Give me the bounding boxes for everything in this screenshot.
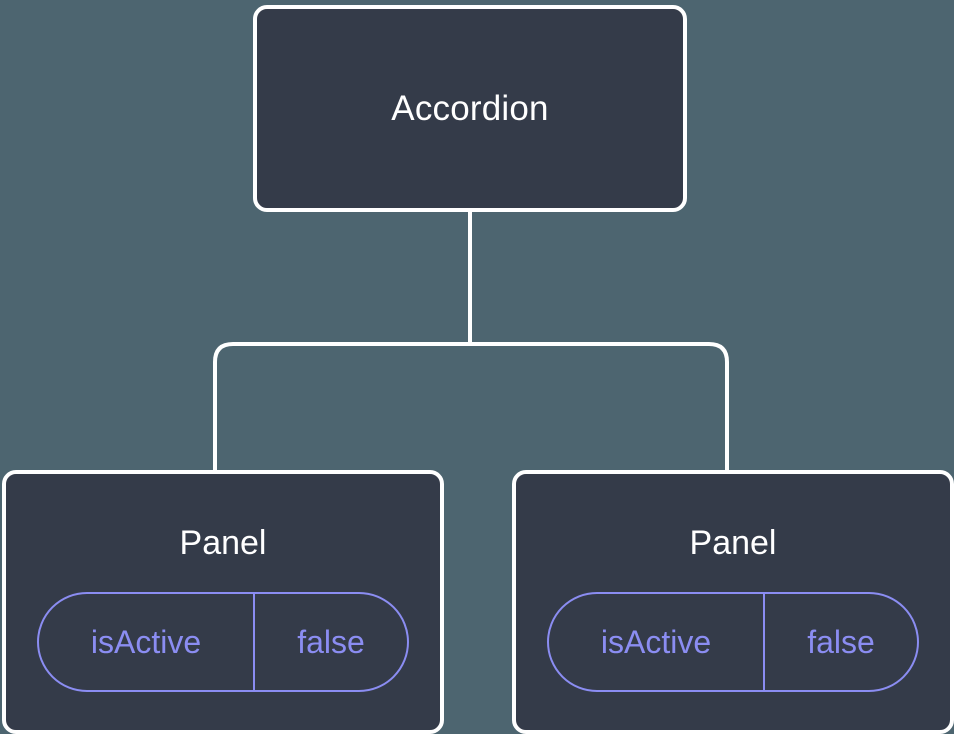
prop-pill-left-value: false xyxy=(297,624,365,660)
prop-pill-left[interactable]: isActive false xyxy=(37,592,409,692)
node-accordion-label: Accordion xyxy=(391,89,549,128)
connector-to-left-panel xyxy=(213,342,470,472)
node-panel-right[interactable]: Panel isActive false xyxy=(512,470,954,734)
node-panel-left[interactable]: Panel isActive false xyxy=(2,470,444,734)
prop-pill-right-value: false xyxy=(807,624,875,660)
prop-pill-left-key: isActive xyxy=(39,594,255,690)
node-accordion[interactable]: Accordion xyxy=(253,5,687,212)
connector-to-right-panel xyxy=(470,342,729,472)
prop-pill-right[interactable]: isActive false xyxy=(547,592,919,692)
prop-pill-right-key: isActive xyxy=(549,594,765,690)
node-panel-left-label: Panel xyxy=(179,524,267,562)
node-panel-right-label: Panel xyxy=(689,524,777,562)
